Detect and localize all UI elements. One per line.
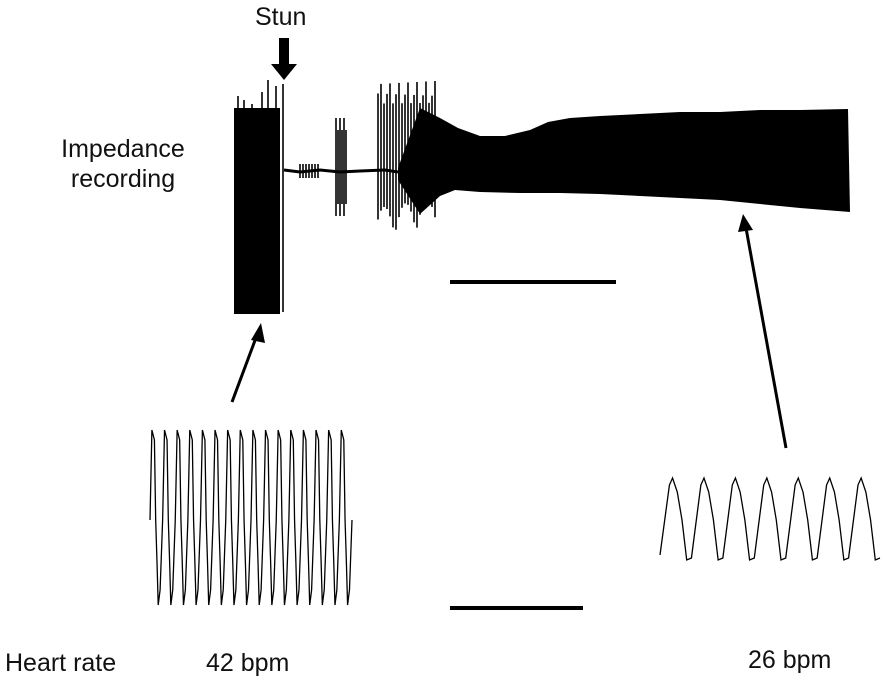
heart-rate-after-value: 26 bpm [748,646,832,674]
stun-label: Stun [255,3,307,31]
heart-rate-before-value: 42 bpm [206,649,290,677]
waveform-after-detail [659,476,881,561]
waveform-before-detail [149,429,353,606]
impedance-recording-label: Impedance recording [30,134,216,194]
heart-rate-label: Heart rate [5,649,117,677]
pointer-arrow-icon [738,214,788,449]
impedance-recording-trace [234,80,850,314]
pointer-arrow-icon [230,323,265,403]
impedance-label-line2: recording [70,165,176,193]
stun-arrow-icon [271,38,297,80]
recovery-envelope [398,108,850,214]
pre-stun-block [234,108,280,314]
impedance-label-line1: Impedance [61,135,185,163]
